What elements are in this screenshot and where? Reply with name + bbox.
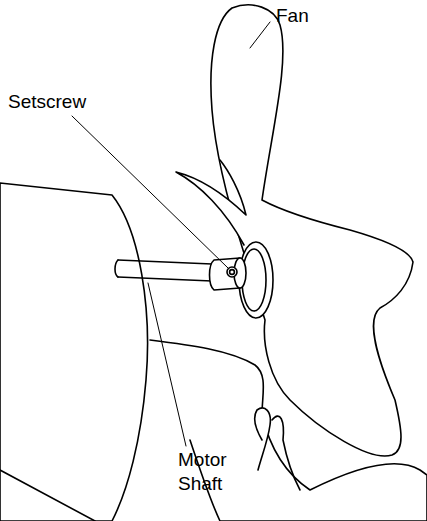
fan-blade-tip [255, 408, 271, 470]
setscrew-symbol [227, 267, 237, 277]
leader-line [250, 22, 270, 48]
part-label: Setscrew [8, 90, 86, 114]
setscrew-socket [230, 270, 235, 275]
motor-edge [0, 470, 95, 521]
leader-line [148, 283, 186, 446]
motor-body [0, 183, 148, 521]
leader-line [72, 116, 228, 268]
fan-blade [211, 5, 413, 456]
part-label: Fan [276, 4, 309, 28]
fan-blade-tip [272, 416, 300, 490]
part-label: Motor Shaft [178, 448, 236, 496]
fan-blade [176, 160, 246, 245]
shaft-end [115, 260, 118, 277]
motor-shaft [118, 260, 212, 281]
